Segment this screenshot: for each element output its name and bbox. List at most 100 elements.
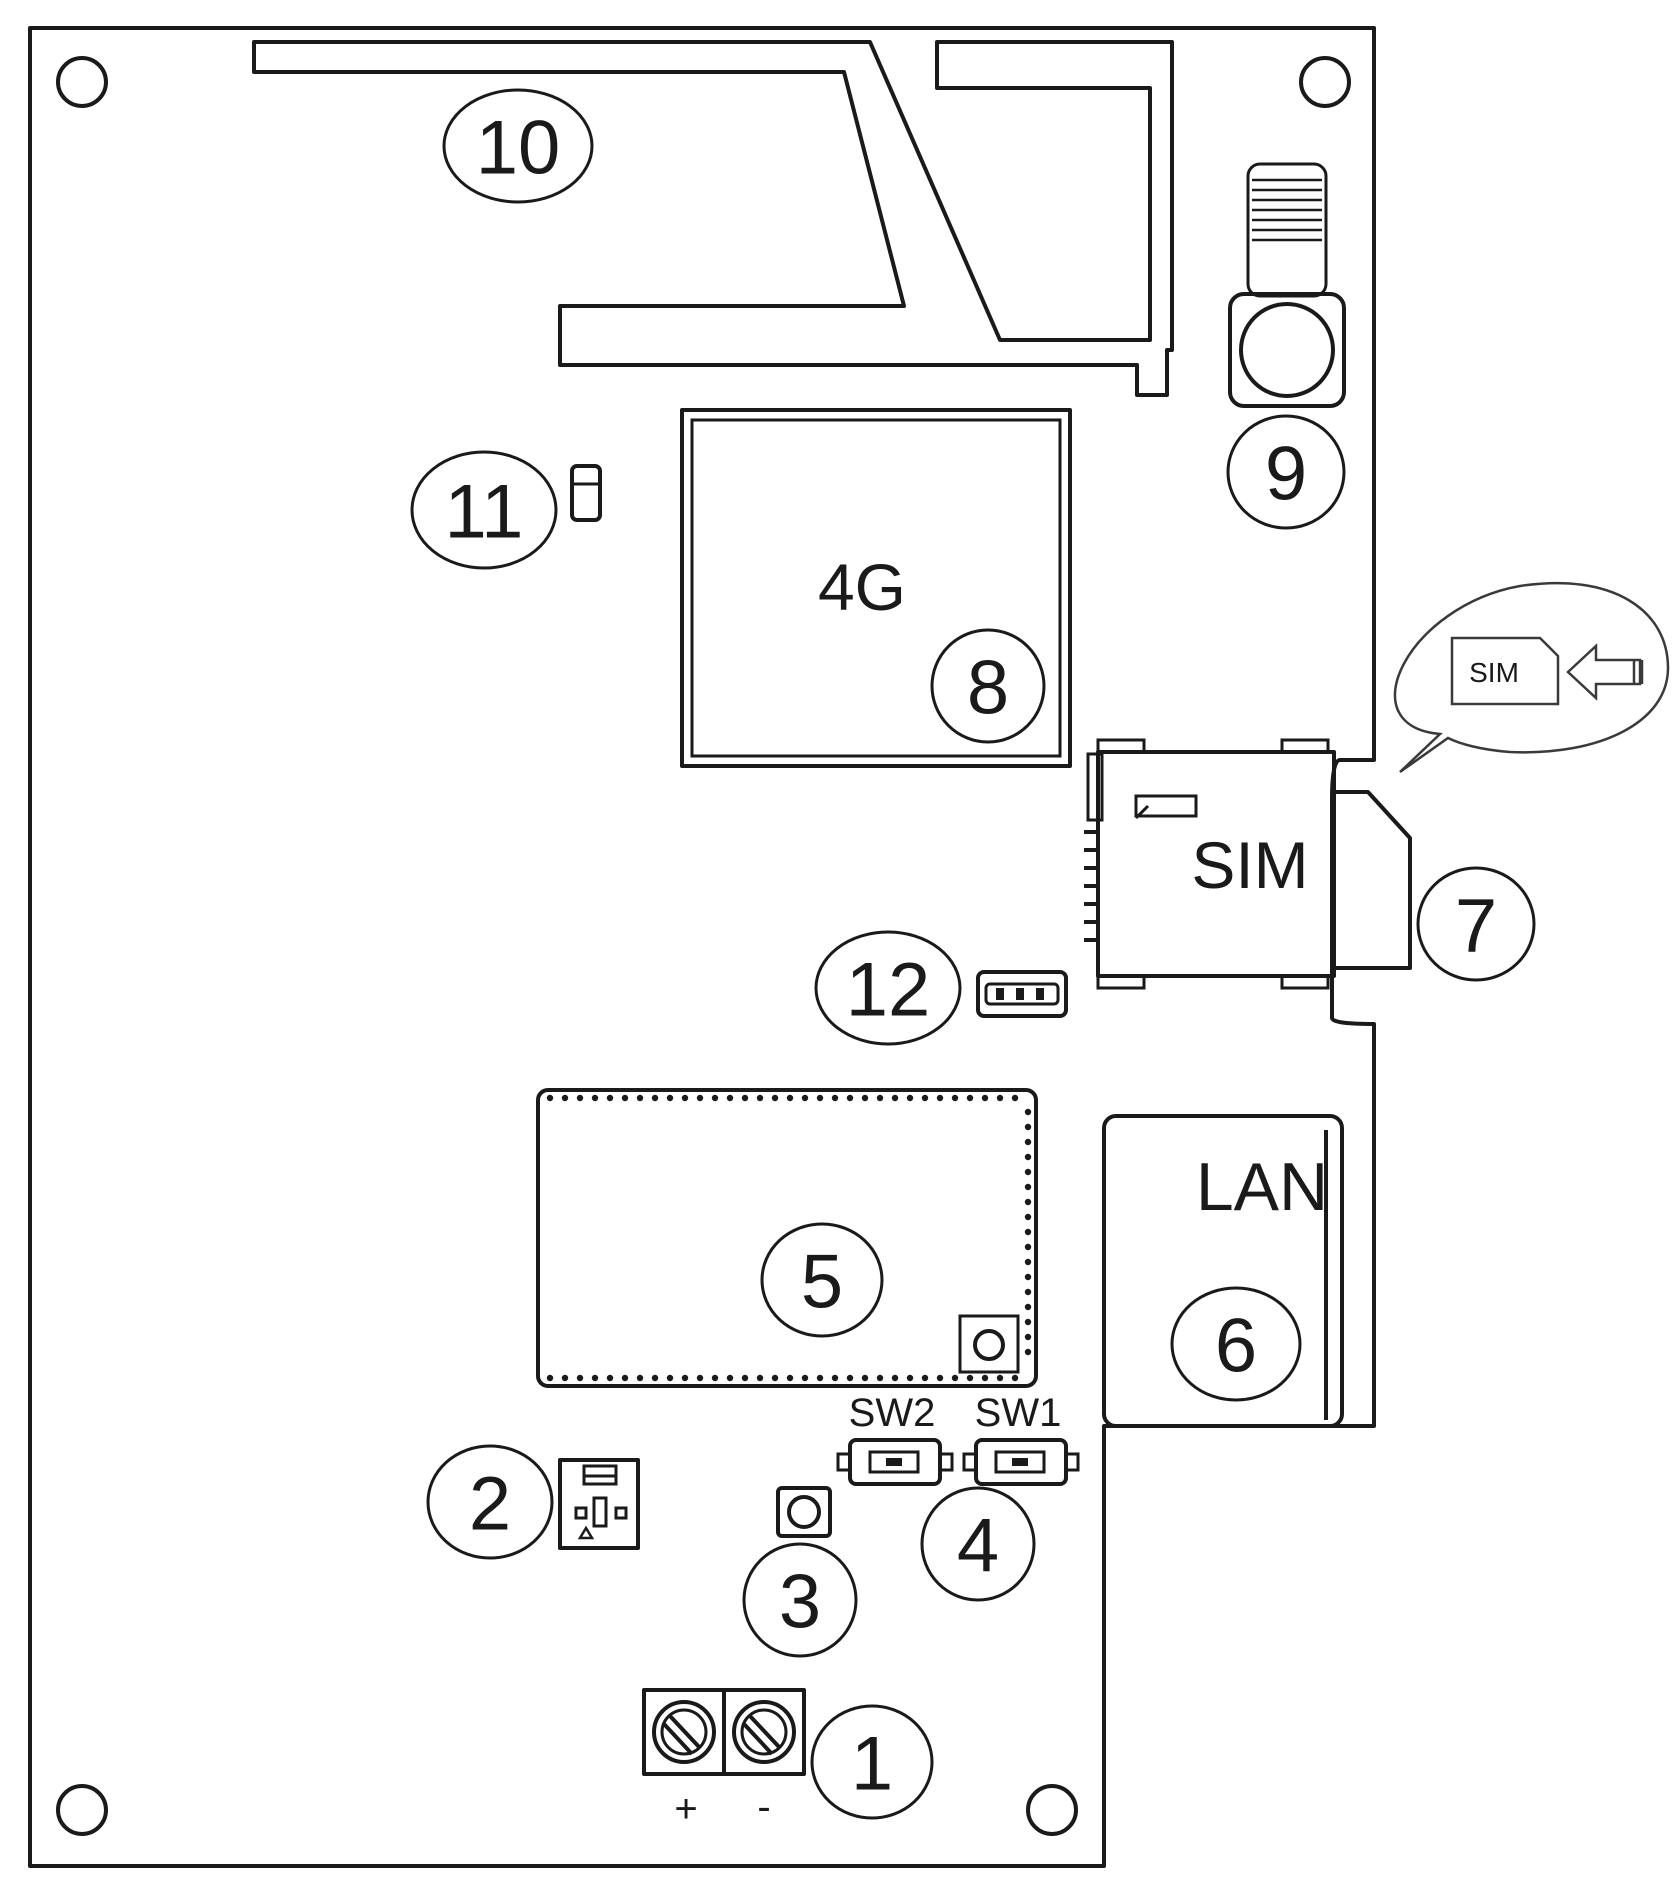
svg-text:9: 9 <box>1265 432 1307 517</box>
antenna-connector <box>1228 162 1346 408</box>
module-pin-dot <box>921 1094 929 1102</box>
callout-4: 4 <box>920 1486 1036 1602</box>
module-pin-dot <box>846 1374 854 1382</box>
main-controller-module <box>536 1088 1038 1388</box>
module-pin-dot <box>681 1094 689 1102</box>
sw1-label: SW1 <box>975 1391 1062 1435</box>
module-pin-dot <box>666 1094 674 1102</box>
module-pin-dot <box>891 1374 899 1382</box>
module-pin-dot <box>981 1374 989 1382</box>
svg-text:10: 10 <box>476 106 561 191</box>
module-pin-dot <box>1024 1168 1032 1176</box>
module-pin-dot <box>1024 1198 1032 1206</box>
module-pin-dot <box>726 1094 734 1102</box>
module-pin-dot <box>651 1094 659 1102</box>
callout-3: 3 <box>742 1542 858 1658</box>
module-pin-dot <box>996 1094 1004 1102</box>
module-pin-dot <box>1011 1094 1019 1102</box>
module-pin-dot <box>606 1094 614 1102</box>
module-pin-dot <box>591 1374 599 1382</box>
svg-text:2: 2 <box>469 1462 511 1547</box>
module-pin-dot <box>1024 1123 1032 1131</box>
module-4g: 4G <box>680 408 1072 768</box>
mounting-hole-bottom-left <box>56 1784 108 1836</box>
module-pin-dot <box>981 1094 989 1102</box>
callout-9: 9 <box>1226 414 1346 530</box>
svg-text:3: 3 <box>779 1560 821 1645</box>
module-pin-dot <box>921 1374 929 1382</box>
module-pin-dot <box>861 1374 869 1382</box>
lan-port: LAN <box>1102 1114 1344 1428</box>
module-pin-dots <box>546 1094 1032 1382</box>
sim-card-holder: SIM <box>1084 738 1412 990</box>
switch-sw2: SW2 <box>836 1391 954 1486</box>
module-pin-dot <box>996 1374 1004 1382</box>
module-pin-dot <box>711 1374 719 1382</box>
callout-7: 7 <box>1416 866 1536 982</box>
module-pin-dot <box>636 1374 644 1382</box>
switch-sw1: SW1 <box>962 1391 1080 1486</box>
mounting-hole-bottom-right <box>1026 1784 1078 1836</box>
module-pin-dot <box>1024 1348 1032 1356</box>
module-pin-dot <box>621 1374 629 1382</box>
callout-11: 11 <box>410 450 558 570</box>
module-pin-dot <box>1024 1183 1032 1191</box>
mounting-hole-top-left <box>56 56 108 108</box>
module-pin-dot <box>636 1094 644 1102</box>
svg-text:11: 11 <box>445 470 524 555</box>
callout-6: 6 <box>1170 1286 1302 1402</box>
three-pin-connector <box>976 970 1068 1018</box>
module-pin-dot <box>621 1094 629 1102</box>
power-terminal: + - <box>642 1688 806 1831</box>
module-pin-dot <box>561 1374 569 1382</box>
module-pin-dot <box>786 1094 794 1102</box>
pcb-antenna <box>252 40 1174 397</box>
svg-text:8: 8 <box>967 646 1009 731</box>
module-pin-dot <box>936 1374 944 1382</box>
svg-text:4: 4 <box>957 1504 999 1589</box>
module-pin-dot <box>681 1374 689 1382</box>
terminal-plus-label: + <box>674 1787 697 1831</box>
module-pin-dot <box>576 1374 584 1382</box>
module-pin-dot <box>576 1094 584 1102</box>
svg-text:5: 5 <box>801 1240 843 1325</box>
module-pin-dot <box>831 1374 839 1382</box>
svg-text:12: 12 <box>846 948 931 1033</box>
module-pin-dot <box>786 1374 794 1382</box>
svg-text:6: 6 <box>1215 1304 1257 1389</box>
module-pin-dot <box>906 1374 914 1382</box>
sim-card-icon-label: SIM <box>1469 657 1519 688</box>
module-4g-label: 4G <box>818 550 906 624</box>
module-pin-dot <box>846 1094 854 1102</box>
module-pin-dot <box>801 1374 809 1382</box>
module-pin-dot <box>756 1374 764 1382</box>
module-pin-dot <box>936 1094 944 1102</box>
insert-arrow-icon <box>1566 643 1642 701</box>
module-pin-dot <box>861 1094 869 1102</box>
module-pin-dot <box>1024 1138 1032 1146</box>
callout-1: 1 <box>810 1704 934 1820</box>
module-pin-dot <box>591 1094 599 1102</box>
module-pin-dot <box>546 1094 554 1102</box>
mounting-hole-top-right <box>1299 56 1351 108</box>
module-pin-dot <box>816 1094 824 1102</box>
lan-port-label: LAN <box>1196 1149 1328 1225</box>
module-pin-dot <box>561 1094 569 1102</box>
sim-slot-label: SIM <box>1191 828 1308 902</box>
header-connector <box>558 1458 640 1550</box>
module-pin-dot <box>666 1374 674 1382</box>
callout-12: 12 <box>814 930 962 1046</box>
module-pin-dot <box>726 1374 734 1382</box>
module-pin-dot <box>966 1094 974 1102</box>
sw2-label: SW2 <box>849 1391 936 1435</box>
module-pin-dot <box>876 1094 884 1102</box>
module-pin-dot <box>1024 1273 1032 1281</box>
module-pin-dot <box>741 1094 749 1102</box>
led-indicator <box>570 464 602 522</box>
module-pin-dot <box>951 1374 959 1382</box>
module-pin-dot <box>1024 1303 1032 1311</box>
module-pin-dot <box>1024 1318 1032 1326</box>
module-pin-dot <box>876 1374 884 1382</box>
module-pin-dot <box>801 1094 809 1102</box>
